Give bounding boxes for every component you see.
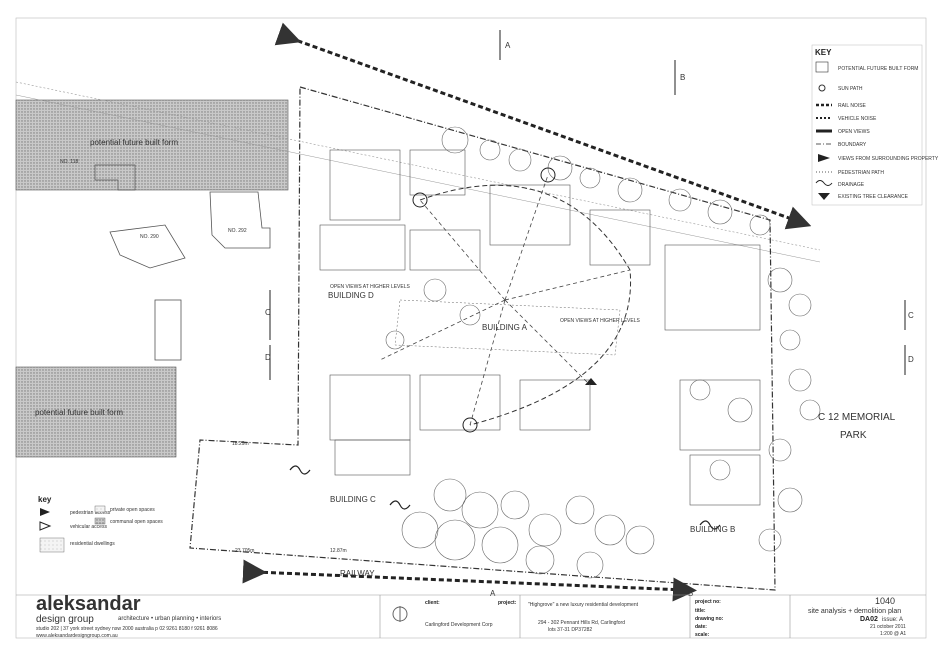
- key-top-item-9: DRAINAGE: [838, 182, 865, 188]
- key-top-item-7: VIEWS FROM SURROUNDING PROPERTY: [838, 156, 939, 162]
- label-no-290: NO. 290: [140, 234, 159, 240]
- label-open-views-2: OPEN VIEWS AT HIGHER LEVELS: [560, 318, 641, 324]
- label-dim-3: 12.87m: [330, 548, 347, 554]
- scale-value: 1:200 @ A1: [880, 631, 906, 637]
- label-section-a2: A: [490, 589, 496, 598]
- project-no-label: project no:: [695, 599, 721, 605]
- neighbour-lot-middle: [154, 299, 182, 361]
- neighbour-lot-290: [109, 224, 186, 269]
- issue-value: issue: A: [882, 617, 903, 623]
- key-bottom-item-2: vehicular access: [70, 524, 107, 530]
- project-field-label: project:: [498, 600, 517, 606]
- key-bottom-item-4: communal open spaces: [110, 519, 163, 525]
- date-label: date:: [695, 624, 707, 630]
- sheet-border: [15, 17, 927, 639]
- key-bottom: key pedestrian access vehicular access p…: [38, 495, 163, 553]
- key-top-item-6: BOUNDARY: [838, 142, 867, 148]
- label-section-a1: A: [505, 41, 511, 50]
- firm-address: studio 202 | 37 york street sydney nsw 2…: [36, 626, 218, 632]
- label-open-views-1: OPEN VIEWS AT HIGHER LEVELS: [330, 284, 411, 290]
- client-label: client:: [425, 600, 440, 606]
- key-bottom-title: key: [38, 495, 52, 504]
- key-top-item-5: OPEN VIEWS: [838, 129, 870, 135]
- key-top-title: KEY: [815, 48, 832, 57]
- project-lots: lots 37-31 DP37282: [548, 627, 592, 633]
- open-view-lines: [379, 174, 631, 426]
- label-railway: RAILWAY: [340, 569, 375, 578]
- label-no-118: NO. 118: [60, 159, 78, 165]
- label-future-built-2: potential future built form: [35, 408, 123, 417]
- firm-subtitle: design group: [36, 614, 94, 625]
- section-markers: [269, 30, 906, 380]
- sun-icons: [412, 167, 597, 433]
- label-section-b2: B: [688, 589, 693, 598]
- key-bottom-item-1: pedestrian access: [70, 510, 111, 516]
- date-value: 21 october 2011: [870, 624, 906, 630]
- key-bottom-item-3: private open spaces: [110, 507, 155, 513]
- label-dim-1: 18.29m: [232, 441, 249, 447]
- label-section-d2: D: [908, 355, 914, 364]
- label-section-c2: C: [908, 311, 914, 320]
- title-label: title:: [695, 608, 706, 614]
- key-bottom-item-5: residential dwellings: [70, 541, 115, 547]
- drainage-marks: [289, 465, 721, 530]
- label-memorial-park-2: PARK: [840, 430, 867, 441]
- future-built-form-top: [15, 99, 289, 191]
- project-address: 294 - 302 Pennant Hills Rd, Carlingford: [538, 620, 625, 626]
- future-built-form-bottom: [15, 366, 177, 458]
- building-a-outline: [394, 299, 621, 356]
- label-building-d: BUILDING D: [328, 291, 374, 300]
- neighbour-lot-292: [209, 191, 271, 249]
- key-top-item-8: PEDESTRIAN PATH: [838, 170, 884, 176]
- key-top-item-2: SUN PATH: [838, 86, 863, 92]
- label-dim-2: 23.705m: [235, 548, 254, 554]
- label-building-b: BUILDING B: [690, 525, 735, 534]
- label-future-built-1: potential future built form: [90, 138, 178, 147]
- scale-label: scale:: [695, 632, 710, 638]
- sun-path-arc: [419, 184, 632, 426]
- drawing-no-value: DA02: [860, 616, 878, 623]
- project-no-value: 1040: [875, 596, 895, 606]
- firm-web: www.aleksandardesigngroup.com.au: [36, 633, 118, 639]
- key-top-item-10: EXISTING TREE CLEARANCE: [838, 194, 909, 200]
- key-top-item-3: RAIL NOISE: [838, 103, 867, 109]
- label-section-c1: C: [265, 308, 271, 317]
- rail-noise-top: [274, 22, 812, 230]
- neighbour-lot-118: [94, 164, 136, 191]
- label-memorial-park-1: C 12 MEMORIAL: [818, 412, 896, 423]
- title-block: aleksandar design group architecture • u…: [16, 593, 926, 639]
- firm-name: aleksandar: [36, 593, 141, 615]
- project-name: "Highgrove" a new luxury residential dev…: [528, 602, 639, 608]
- rail-noise-bottom: [242, 559, 697, 602]
- label-section-d1: D: [265, 353, 271, 362]
- firm-disciplines: architecture • urban planning • interior…: [118, 616, 221, 622]
- client-name: Carlingford Development Corp: [425, 622, 493, 628]
- key-top-item-4: VEHICLE NOISE: [838, 116, 877, 122]
- key-top: KEY POTENTIAL FUTURE BUILT FORM SUN PATH…: [811, 44, 939, 206]
- label-no-292: NO. 292: [228, 228, 247, 234]
- label-building-a: BUILDING A: [482, 323, 528, 332]
- existing-trees: [385, 126, 821, 579]
- key-top-item-1: POTENTIAL FUTURE BUILT FORM: [838, 66, 918, 72]
- label-building-c: BUILDING C: [330, 495, 376, 504]
- label-section-b1: B: [680, 73, 685, 82]
- existing-houses: [319, 149, 761, 506]
- drawing-no-label: drawing no:: [695, 616, 724, 622]
- sheet-title: site analysis + demolition plan: [808, 608, 901, 615]
